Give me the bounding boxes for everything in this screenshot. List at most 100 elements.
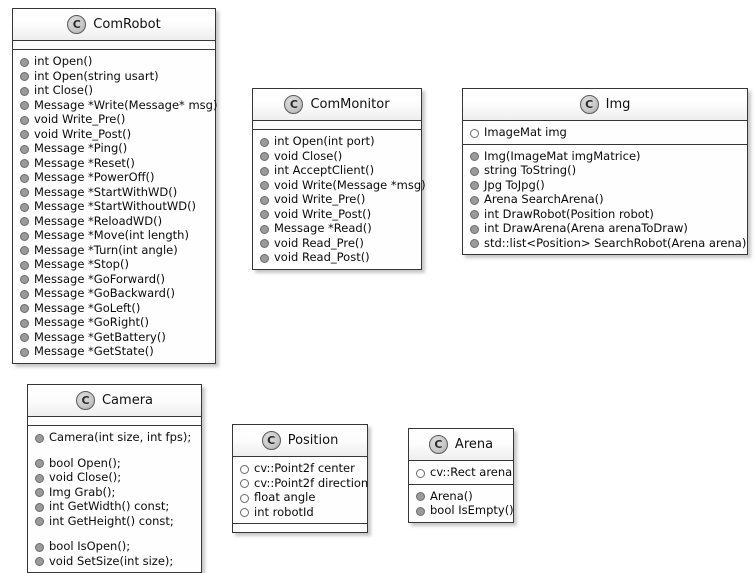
method-row: Arena() — [409, 489, 513, 504]
method-row: void Read_Pre() — [253, 236, 421, 251]
attributes-compartment: ImageMat img — [463, 121, 747, 145]
package-visibility-icon — [35, 459, 44, 468]
attributes-compartment — [28, 417, 201, 426]
attribute-row: int robotId — [233, 505, 367, 520]
method-row: void Write_Post() — [13, 127, 215, 142]
package-visibility-icon — [20, 159, 29, 168]
method-row: void SetSize(int size); — [28, 554, 201, 569]
package-visibility-icon — [260, 195, 269, 205]
method-label: Message *GetBattery() — [34, 329, 166, 344]
package-visibility-icon — [20, 217, 29, 226]
method-row: Message *Move(int length) — [13, 228, 215, 243]
class-stereotype-icon: C — [67, 15, 87, 34]
method-row: void Read_Post() — [253, 250, 421, 265]
public-visibility-icon — [240, 464, 249, 474]
method-row: Message *StartWithWD() — [13, 185, 215, 200]
package-visibility-icon — [35, 542, 44, 552]
method-label: Camera(int size, int fps); — [49, 430, 192, 444]
class-name: ComMonitor — [310, 97, 390, 112]
package-visibility-icon — [470, 224, 479, 234]
attributes-compartment — [253, 121, 421, 130]
method-row: Message *GoLeft() — [13, 301, 215, 316]
class-stereotype-icon: C — [284, 95, 304, 114]
methods-compartment — [233, 524, 367, 532]
attribute-row: cv::Point2f center — [233, 461, 367, 476]
method-label: void Write_Post() — [34, 126, 132, 141]
method-row: Message *PowerOff() — [13, 170, 215, 185]
method-label: Message *Turn(int angle) — [34, 242, 178, 257]
method-label: Message *GoBackward() — [34, 286, 175, 300]
method-label: int Open(int port) — [274, 134, 375, 148]
method-label: Message *StartWithoutWD() — [34, 199, 197, 213]
methods-compartment: int Open()int Open(string usart)int Clos… — [13, 50, 217, 363]
package-visibility-icon — [20, 231, 29, 241]
method-row: void Write_Post() — [253, 207, 421, 222]
method-row: Img(ImageMat imgMatrice) — [463, 149, 747, 164]
method-row: Camera(int size, int fps); — [28, 430, 201, 445]
method-label: void Write_Pre() — [34, 112, 126, 126]
method-row: Message *ReloadWD() — [13, 214, 215, 229]
class-header-commonitor: C ComMonitor — [253, 89, 421, 121]
method-label: Message *GoLeft() — [34, 300, 141, 315]
method-label: Message *PowerOff() — [34, 170, 155, 184]
class-stereotype-icon: C — [579, 95, 599, 114]
method-label: void Write_Pre() — [274, 192, 366, 206]
attribute-label: ImageMat img — [484, 125, 567, 139]
method-row: void Close(); — [28, 470, 201, 485]
method-row: Message *Stop() — [13, 257, 215, 272]
method-row: void Write(Message *msg) — [253, 178, 426, 193]
method-row: Arena SearchArena() — [463, 192, 747, 207]
methods-compartment: Camera(int size, int fps);bool Open();vo… — [28, 426, 201, 572]
method-label: bool IsOpen(); — [49, 539, 131, 553]
method-row: std::list<Position> SearchRobot(Arena ar… — [463, 236, 747, 251]
class-stereotype-icon: C — [75, 391, 95, 410]
package-visibility-icon — [470, 210, 479, 219]
package-visibility-icon — [260, 224, 269, 234]
method-label: Img(ImageMat imgMatrice) — [484, 148, 641, 163]
method-row: Message *Ping() — [13, 141, 215, 156]
package-visibility-icon — [260, 137, 269, 147]
package-visibility-icon — [35, 517, 44, 526]
method-label: Message *Ping() — [34, 141, 128, 155]
package-visibility-icon — [470, 239, 479, 248]
method-row: Message *GoRight() — [13, 315, 215, 330]
package-visibility-icon — [20, 333, 29, 342]
class-name: Arena — [454, 437, 494, 452]
attribute-row: ImageMat img — [463, 125, 747, 140]
method-row: int Close() — [13, 83, 215, 98]
package-visibility-icon — [20, 115, 29, 125]
method-row: int Open(string usart) — [13, 69, 215, 84]
attribute-label: cv::Point2f direction — [254, 475, 369, 490]
package-visibility-icon — [260, 239, 269, 248]
method-row: Message *Write(Message* msg) — [13, 98, 217, 113]
method-label: bool Open(); — [49, 455, 121, 470]
method-label: int Close() — [34, 83, 93, 97]
method-label: void Write_Post() — [274, 206, 372, 221]
package-visibility-icon — [35, 557, 44, 566]
method-row: int Open() — [13, 54, 215, 69]
package-visibility-icon — [20, 101, 29, 110]
method-row: string ToString() — [463, 163, 747, 178]
package-visibility-icon — [35, 488, 44, 497]
method-label: int Open(string usart) — [34, 68, 159, 83]
methods-compartment: Arena()bool IsEmpty() — [409, 484, 514, 522]
method-row: Message *GoBackward() — [13, 286, 215, 301]
method-row: bool IsEmpty() — [409, 503, 514, 518]
method-row: Message *Turn(int angle) — [13, 243, 215, 258]
public-visibility-icon — [240, 493, 249, 503]
package-visibility-icon — [20, 202, 29, 212]
method-label: std::list<Position> SearchRobot(Arena ar… — [484, 235, 747, 250]
method-row: int DrawRobot(Position robot) — [463, 207, 747, 222]
method-label: bool IsEmpty() — [430, 503, 514, 517]
package-visibility-icon — [470, 166, 479, 176]
